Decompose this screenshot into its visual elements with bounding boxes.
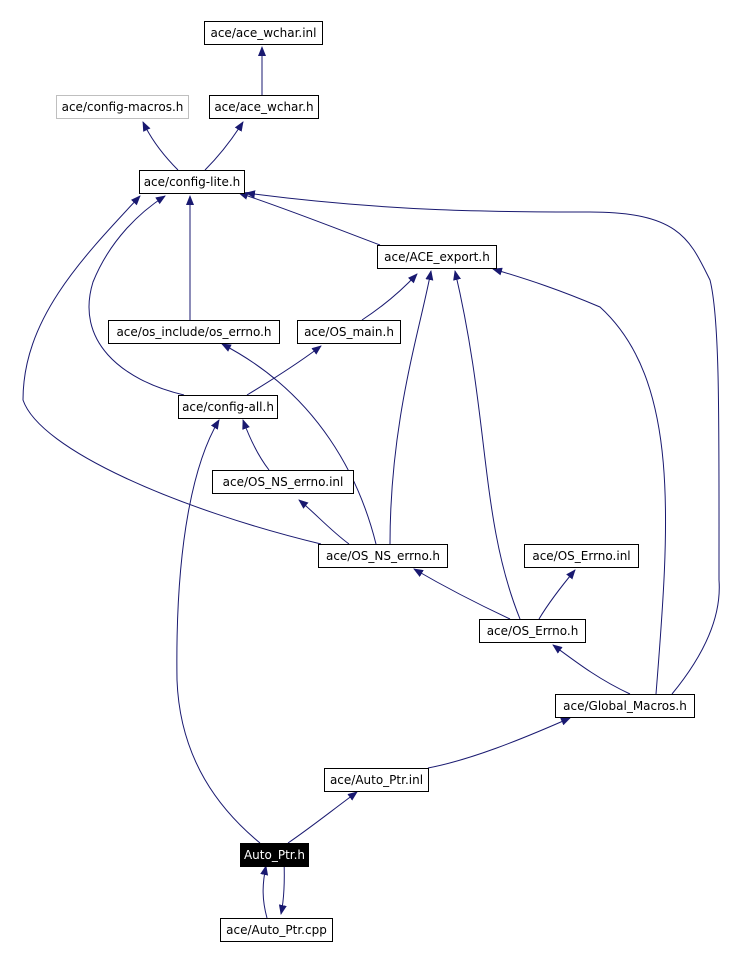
edge-auto-ptr-h-to-config-all xyxy=(176,419,261,844)
node-config-macros[interactable]: ace/config-macros.h xyxy=(56,95,189,119)
edge-os-ns-errno-h-to-os-ns-errno-inl xyxy=(22,195,322,545)
node-auto-ptr-inl[interactable]: ace/Auto_Ptr.inl xyxy=(324,768,429,792)
edge-global-macros-to-os-errno-h xyxy=(552,644,631,695)
edge-config-all-to-config-lite xyxy=(88,195,185,396)
edge-os-errno-h-to-os-errno-inl xyxy=(538,569,576,620)
edge-os-ns-errno-h-to-os-errno xyxy=(221,343,377,545)
edge-os-errno-h-to-os-ns-errno-h xyxy=(413,568,511,620)
node-os-ns-errno-inl[interactable]: ace/OS_NS_errno.inl xyxy=(212,470,354,494)
node-os-errno-h[interactable]: ace/OS_Errno.h xyxy=(479,619,586,643)
node-config-lite[interactable]: ace/config-lite.h xyxy=(139,170,245,194)
node-config-all[interactable]: ace/config-all.h xyxy=(178,395,278,419)
edge-config-all-to-os-main xyxy=(246,345,322,396)
edge-os-ns-errno-inl-to-config-all xyxy=(242,419,270,471)
node-ace-export[interactable]: ace/ACE_export.h xyxy=(377,245,497,269)
edge-config-lite-to-ace-wchar-h xyxy=(204,121,244,171)
node-ace-wchar-inl[interactable]: ace/ace_wchar.inl xyxy=(204,21,323,45)
node-os-errno[interactable]: ace/os_include/os_errno.h xyxy=(108,320,280,344)
edge-os-main-to-ace-export xyxy=(361,273,418,321)
edge-os-ns-errno-h-to-ace-export xyxy=(298,499,350,545)
edge-auto-ptr-inl-to-global-macros xyxy=(427,717,571,769)
edge-global-macros-to-config-lite xyxy=(245,190,720,695)
node-global-macros[interactable]: ace/Global_Macros.h xyxy=(555,694,695,718)
node-auto-ptr-h[interactable]: Auto_Ptr.h xyxy=(240,843,309,867)
edge-auto-ptr-h-to-auto-ptr-inl xyxy=(287,791,358,844)
edge-os-ns-errno-h-to-config-lite xyxy=(389,270,434,545)
edge-os-errno-h-to-ace-export xyxy=(453,270,521,620)
node-os-main[interactable]: ace/OS_main.h xyxy=(297,320,401,344)
node-ace-wchar-h[interactable]: ace/ace_wchar.h xyxy=(209,95,319,119)
node-os-errno-inl[interactable]: ace/OS_Errno.inl xyxy=(524,544,639,568)
node-os-ns-errno-h[interactable]: ace/OS_NS_errno.h xyxy=(318,544,448,568)
node-auto-ptr-cpp[interactable]: ace/Auto_Ptr.cpp xyxy=(220,918,333,942)
edge-config-lite-to-config-macros xyxy=(142,121,179,171)
edge-auto-ptr-cpp-to-auto-ptr-h xyxy=(260,865,269,919)
edge-ace-export-to-config-lite xyxy=(238,192,381,246)
edge-global-macros-to-ace-export xyxy=(492,267,667,695)
